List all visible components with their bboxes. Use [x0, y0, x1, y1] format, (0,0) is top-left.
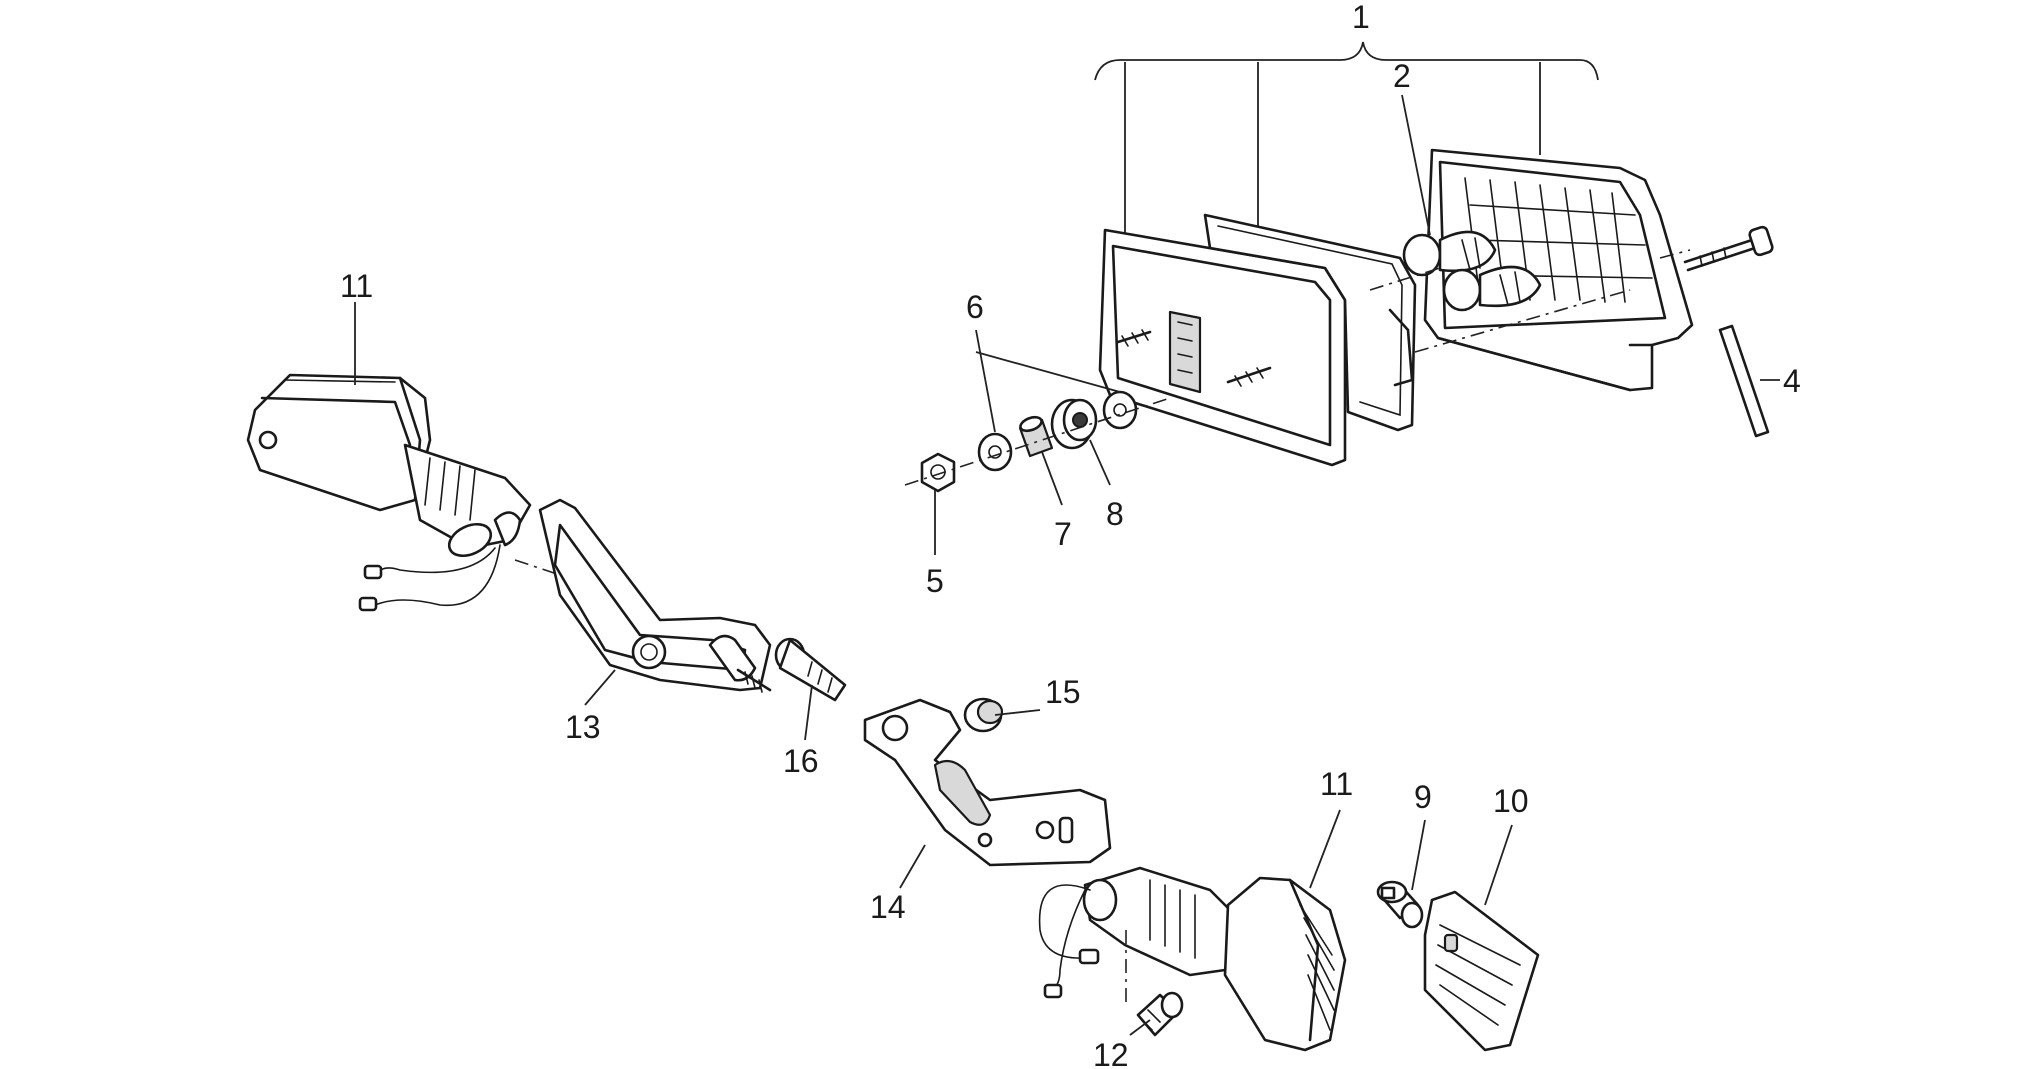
turn-signal-screw	[1125, 930, 1184, 1037]
leader-line	[975, 329, 996, 433]
washer-left	[977, 432, 1013, 472]
mounting-bolt	[774, 637, 847, 702]
callout-4: 4	[1783, 363, 1801, 399]
leader-line	[975, 351, 1121, 393]
tail-light-lens	[1098, 228, 1347, 467]
axis-line	[904, 397, 1171, 486]
leader-line	[804, 684, 813, 741]
turn-signal-right	[1038, 866, 1540, 1052]
spacer	[1018, 415, 1054, 458]
axis-line	[1414, 289, 1631, 353]
callout-11-left: 11	[340, 268, 373, 304]
callout-11-right: 11	[1320, 766, 1353, 802]
leader-line	[1401, 94, 1431, 236]
turn-signal-lens-cover	[1423, 890, 1540, 1052]
reflector-strip	[1718, 324, 1770, 438]
turn-signal-left	[246, 373, 576, 612]
leader-line	[1484, 824, 1513, 906]
lens-stud	[1226, 366, 1272, 384]
leader-line	[1089, 439, 1111, 486]
leader-line	[994, 709, 1041, 716]
mounting-bracket-left	[538, 498, 772, 693]
turn-signal-wires-left	[358, 544, 501, 612]
callout-14: 14	[870, 889, 906, 925]
callout-10: 10	[1493, 783, 1529, 819]
grommet	[1050, 398, 1098, 450]
turn-signal-bulb	[1376, 880, 1424, 929]
assembly-bracket	[1094, 41, 1599, 81]
callout-12: 12	[1093, 1037, 1129, 1069]
axis-line	[1659, 249, 1691, 259]
axis-line	[1369, 267, 1441, 291]
leader-line	[1411, 819, 1426, 891]
bulb-lower	[1442, 265, 1542, 312]
callout-8: 8	[1106, 496, 1124, 532]
callout-9: 9	[1414, 779, 1432, 815]
turn-signal-stem-left	[403, 443, 532, 558]
leader-line	[584, 669, 616, 706]
callout-1: 1	[1352, 0, 1370, 35]
nut	[920, 452, 956, 493]
callout-6: 6	[966, 289, 984, 325]
turn-signal-wires-right	[1038, 884, 1100, 999]
tail-light-gasket	[1203, 213, 1417, 432]
callout-labels: 1 2 4 5 6 7 8 9 10 11 11 12 13 14 15 16	[340, 0, 1801, 1069]
callout-13: 13	[565, 709, 601, 745]
turn-signal-lens-right	[1223, 876, 1347, 1052]
housing-screw	[1683, 225, 1774, 272]
callout-16: 16	[783, 743, 819, 779]
turn-signal-stem-right	[1082, 866, 1242, 977]
mounting-hardware	[904, 390, 1171, 493]
leader-line	[1041, 451, 1063, 506]
callout-15: 15	[1045, 674, 1081, 710]
leader-line	[1129, 1019, 1151, 1036]
leader-lines	[354, 94, 1513, 1036]
mounting-bracket-right	[863, 698, 1112, 867]
leader-line	[1309, 809, 1341, 889]
callout-7: 7	[1054, 516, 1072, 552]
callout-5: 5	[926, 563, 944, 599]
tail-light-assembly	[1094, 41, 1780, 467]
axis-line	[514, 559, 576, 581]
turn-signal-lens-left	[246, 373, 432, 512]
leader-line	[899, 844, 926, 889]
flange-nut	[963, 697, 1004, 733]
callout-2: 2	[1393, 58, 1411, 94]
